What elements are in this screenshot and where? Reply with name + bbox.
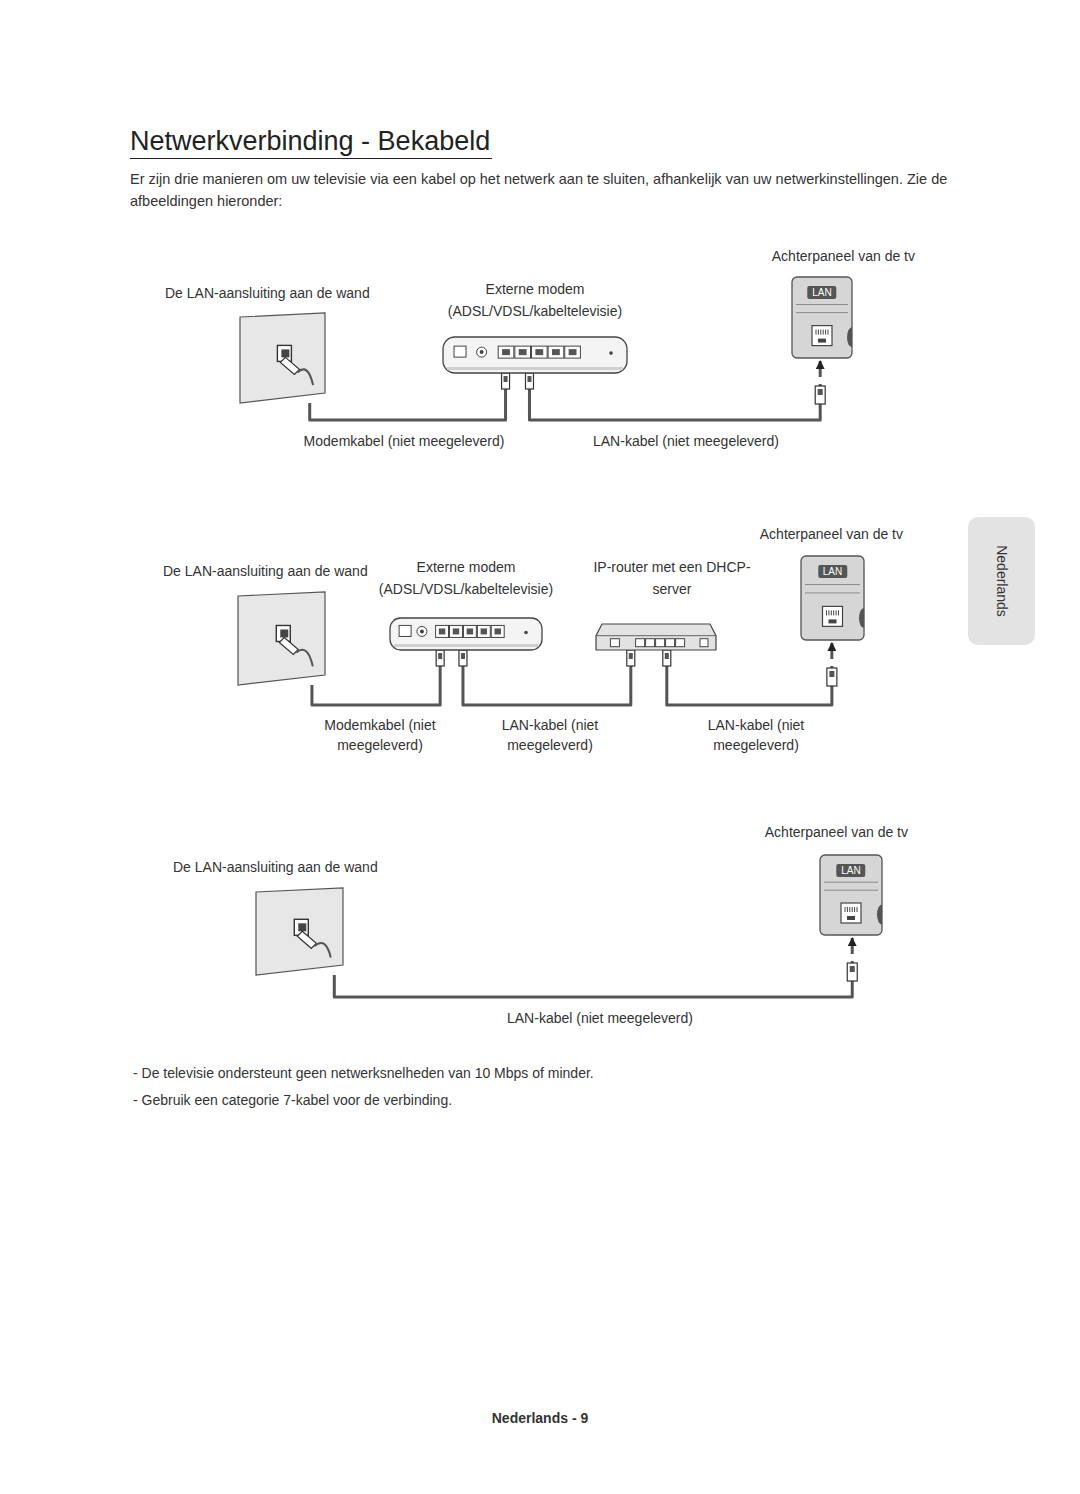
cable-connector — [310, 373, 506, 420]
page-title: Netwerkverbinding - Bekabeld — [130, 124, 492, 159]
tv-panel — [792, 277, 852, 358]
cable-label: LAN-kabel (niet meegeleverd) — [478, 1008, 722, 1028]
cable-label: Modemkabel (niet meegeleverd) — [282, 431, 526, 451]
cable-label: LAN-kabel (niet meegeleverd) — [478, 715, 622, 755]
port-label: LAN — [807, 286, 836, 299]
device-heading: Achterpaneel van de tv — [765, 821, 908, 843]
wall-outlet — [276, 625, 313, 666]
tv-panel — [801, 556, 864, 640]
device-heading: Externe modem (ADSL/VDSL/kabeltelevisie) — [371, 556, 561, 600]
tv-node: Achterpaneel van de tvLAN — [820, 855, 882, 935]
modem-shape — [390, 618, 542, 650]
lan-port — [841, 903, 861, 923]
cable-connector — [312, 650, 440, 705]
modem-housing — [390, 618, 542, 650]
tab-node: Nederlands — [968, 517, 1035, 645]
device-heading: IP-router met een DHCP- server — [582, 556, 762, 600]
port-label: LAN — [818, 565, 847, 578]
cable-connector — [334, 938, 852, 997]
cable-connector — [463, 650, 631, 705]
device-heading: Achterpaneel van de tv — [772, 245, 915, 267]
cable-connector — [667, 643, 832, 705]
language-tab — [968, 517, 1035, 645]
router-shape — [596, 624, 716, 650]
wall-node: De LAN-aansluiting aan de wand — [238, 592, 325, 685]
modem-housing — [443, 337, 627, 373]
wall-shape — [240, 313, 325, 403]
modem-shape — [443, 337, 627, 373]
modem-ports — [454, 346, 613, 358]
wall-outlet — [277, 345, 313, 385]
lan-port — [823, 606, 843, 626]
router-ports — [610, 639, 708, 647]
wall-panel — [256, 888, 343, 975]
modem-ports — [399, 625, 528, 637]
tv-panel — [820, 855, 882, 935]
device-heading: De LAN-aansluiting aan de wand — [165, 282, 370, 304]
cable-label: LAN-kabel (niet meegeleverd) — [564, 431, 808, 451]
wall-node: De LAN-aansluiting aan de wand — [256, 888, 343, 975]
page-footer: Nederlands - 9 — [440, 1408, 640, 1428]
modem-node: Externe modem (ADSL/VDSL/kabeltelevisie) — [443, 337, 627, 373]
router-node: IP-router met een DHCP- server — [596, 624, 716, 650]
intro-text: Er zijn drie manieren om uw televisie vi… — [130, 168, 960, 212]
tab-label: Nederlands — [993, 545, 1011, 617]
note-text: - Gebruik een categorie 7-kabel voor de … — [133, 1090, 933, 1110]
wall-shape — [238, 592, 325, 685]
note-text: - De televisie ondersteunt geen netwerks… — [133, 1063, 933, 1083]
device-heading: De LAN-aansluiting aan de wand — [163, 560, 368, 582]
tv-node: Achterpaneel van de tvLAN — [792, 277, 852, 358]
device-heading: Externe modem (ADSL/VDSL/kabeltelevisie) — [435, 278, 635, 322]
wall-panel — [240, 313, 325, 403]
router-housing — [596, 624, 716, 650]
wall-node: De LAN-aansluiting aan de wand — [240, 313, 325, 403]
wall-shape — [256, 888, 343, 975]
device-heading: Achterpaneel van de tv — [760, 523, 903, 545]
lan-port — [812, 326, 832, 346]
cable-label: LAN-kabel (niet meegeleverd) — [684, 715, 828, 755]
cable-plugs — [436, 373, 857, 981]
cable-label: Modemkabel (niet meegeleverd) — [308, 715, 452, 755]
wall-panel — [238, 592, 325, 685]
tv-node: Achterpaneel van de tvLAN — [801, 556, 864, 640]
wall-outlet — [294, 919, 331, 957]
device-heading: De LAN-aansluiting aan de wand — [173, 856, 378, 878]
port-label: LAN — [836, 864, 865, 877]
modem-node: Externe modem (ADSL/VDSL/kabeltelevisie) — [390, 618, 542, 650]
